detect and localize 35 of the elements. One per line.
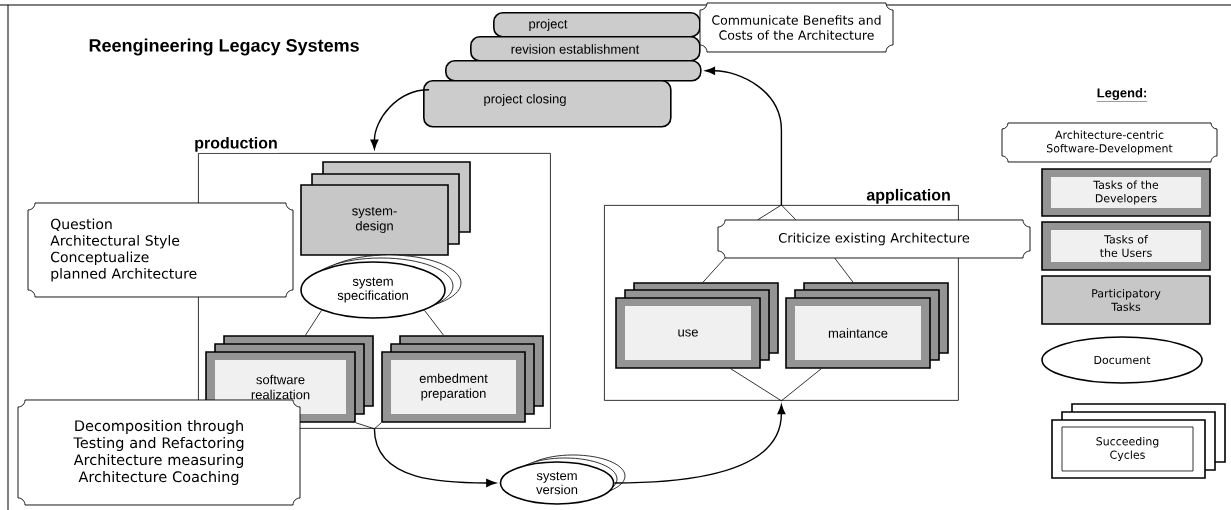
legend-callout: Architecture-centric Software-Development bbox=[1001, 122, 1218, 163]
connector-line bbox=[757, 204, 797, 221]
phase-tab: project closing bbox=[423, 80, 672, 128]
node-label: application bbox=[866, 188, 950, 204]
connector-line bbox=[305, 309, 322, 336]
callout-box: Decomposition through Testing and Refactoring Architecture measuring Architecture Coaching bbox=[17, 399, 301, 506]
node-label: system version bbox=[536, 471, 578, 495]
connector-line bbox=[355, 422, 375, 430]
arrow bbox=[705, 66, 783, 206]
arrow bbox=[613, 404, 786, 484]
connector-line bbox=[730, 368, 782, 402]
phase-tab: revision establishment bbox=[470, 36, 701, 62]
task-box-stack: system-design bbox=[300, 161, 471, 256]
legend-box: Tasks of the Developers bbox=[1041, 168, 1211, 217]
phase-tab bbox=[445, 60, 702, 82]
legend-heading: Legend: bbox=[1096, 87, 1148, 102]
connector-line bbox=[374, 422, 382, 430]
legend-box: Tasks of the Users bbox=[1041, 221, 1211, 271]
task-box-stack: maintance bbox=[785, 282, 949, 369]
arrow bbox=[373, 428, 496, 487]
task-box-stack: embedment preparation bbox=[381, 335, 544, 423]
task-box-stack: use bbox=[615, 282, 779, 369]
connector-line bbox=[702, 257, 726, 283]
arrow bbox=[370, 89, 430, 150]
legend-box-stack: Succeeding Cycles bbox=[1051, 403, 1226, 479]
title: Reengineering Legacy Systems bbox=[89, 38, 359, 56]
callout-box: Communicate Benefits and Costs of the Architecture bbox=[699, 2, 894, 53]
legend-box: Participatory Tasks bbox=[1041, 275, 1211, 325]
connector-line bbox=[781, 368, 822, 402]
node-label: production bbox=[195, 136, 277, 152]
connector-line bbox=[834, 257, 854, 283]
connector-line bbox=[424, 309, 444, 336]
callout-box: Question Architectural Style Conceptualize planned Architecture bbox=[27, 202, 294, 298]
callout-box: Criticize existing Architecture bbox=[717, 219, 1031, 259]
phase-tab: project bbox=[493, 12, 701, 38]
